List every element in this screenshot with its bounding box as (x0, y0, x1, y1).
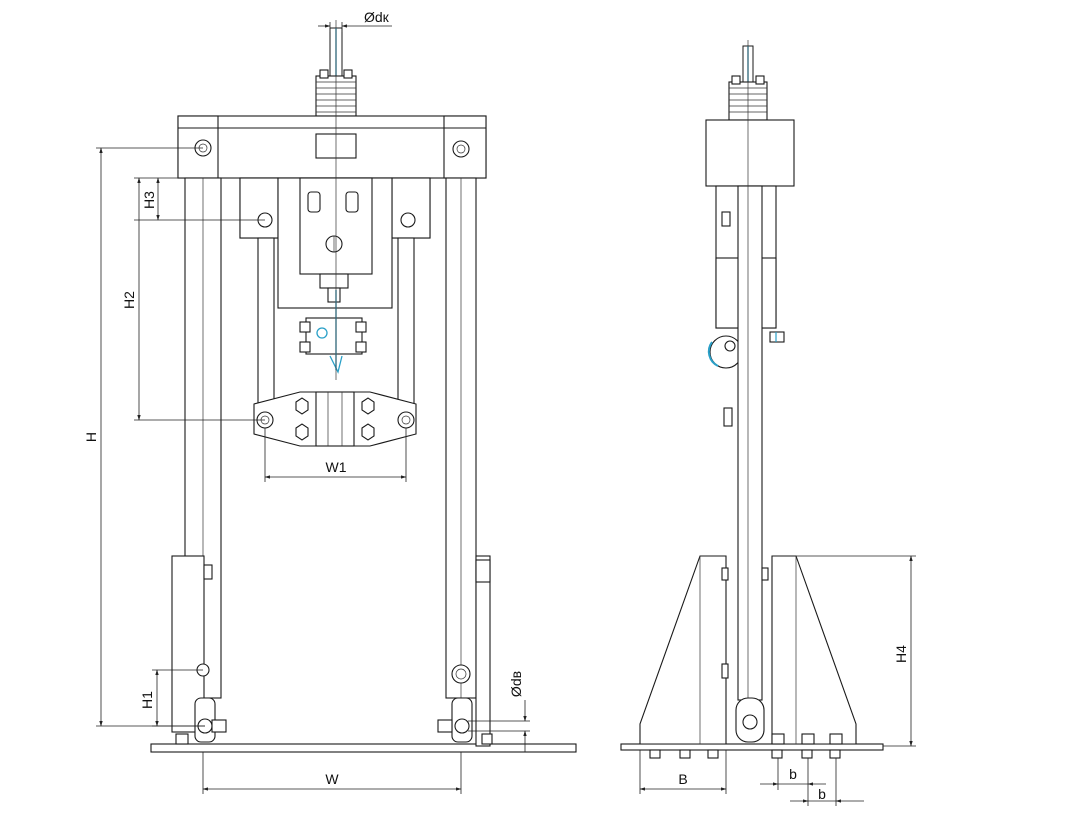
label-overall-height: H (83, 432, 99, 442)
dim-height-h4: H4 (796, 555, 916, 747)
side-view: H4 B b b (620, 40, 916, 806)
dim-spacing-b2: b (790, 758, 864, 806)
dim-width-w: W (202, 752, 462, 794)
label-base-b: B (678, 771, 687, 787)
front-inner-right-rod (397, 237, 415, 417)
side-right-gusset (771, 555, 857, 745)
front-right-bracket (475, 555, 491, 747)
dim-cable-diameter: Ødк (318, 9, 392, 32)
label-cable-diameter: Ødк (364, 9, 390, 25)
label-height-h4: H4 (893, 645, 909, 663)
dim-spacing-b1: b (760, 758, 826, 806)
label-spacing-b2: b (818, 786, 826, 802)
dim-height-h1: H1 (139, 669, 205, 727)
side-pulley (707, 331, 785, 369)
dim-height-h3: H3 (134, 177, 265, 221)
side-upper-housing (705, 119, 795, 187)
front-center-mechanism (277, 177, 393, 374)
label-width-w: W (325, 771, 339, 787)
dim-bolt-diameter: Ødв (468, 671, 530, 752)
label-height-h1: H1 (139, 691, 155, 709)
label-height-h3: H3 (141, 191, 157, 209)
label-bolt-diameter: Ødв (508, 671, 524, 697)
dim-overall-height: H (83, 147, 205, 727)
front-view: Ødк H H3 H2 H1 (83, 9, 577, 794)
side-base-plate (620, 743, 884, 751)
front-left-sleeve (171, 555, 205, 733)
label-width-w1: W1 (326, 459, 347, 475)
front-base-plate (150, 743, 577, 753)
side-column (737, 185, 763, 701)
dim-base-b: B (639, 750, 727, 794)
front-inner-left-rod (257, 237, 275, 417)
label-spacing-b1: b (789, 766, 797, 782)
side-left-gusset (639, 555, 727, 745)
front-right-clevis (437, 697, 493, 745)
dim-height-h2: H2 (121, 177, 265, 421)
front-yoke-plate (253, 391, 417, 447)
label-height-h2: H2 (121, 291, 137, 309)
dim-width-w1: W1 (264, 428, 407, 482)
front-top-crossbeam (177, 115, 487, 179)
